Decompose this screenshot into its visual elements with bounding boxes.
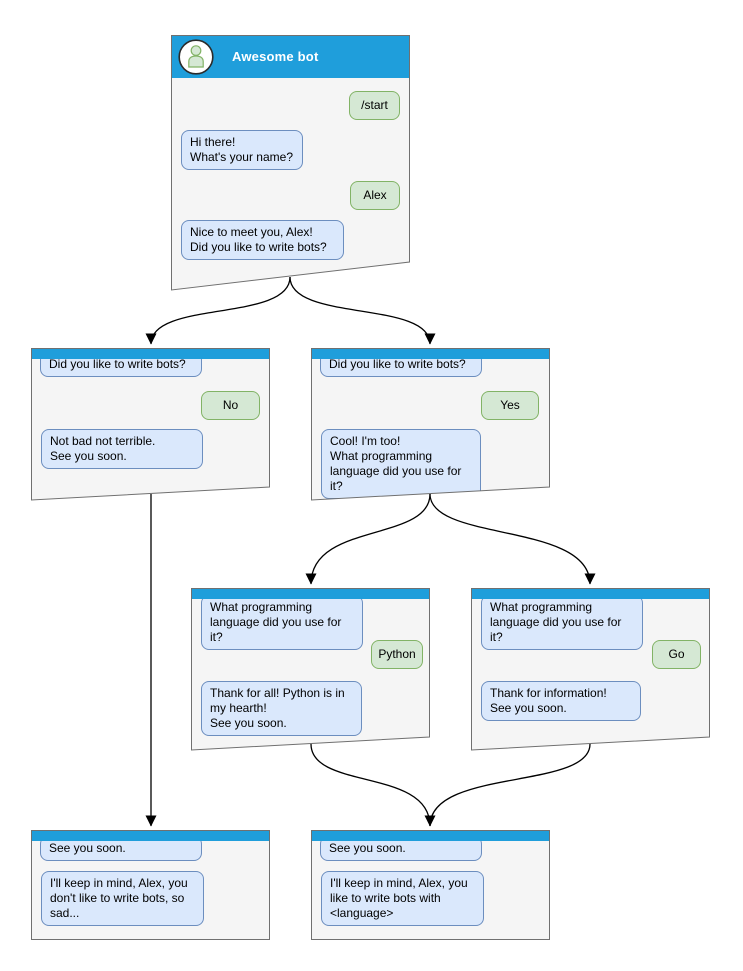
chat-bubble-bot: I'll keep in mind, Alex, you don't like … [41,871,204,926]
chat-bubble-bot: Hi there! What's your name? [181,130,303,170]
chat-bubble-bot: I'll keep in mind, Alex, you like to wri… [321,871,484,926]
node-go-branch: What programming language did you use fo… [471,588,710,750]
bot-avatar-icon [178,39,214,75]
chat-bubble-user: Alex [350,181,400,210]
chat-bubble-bot: Thank for information! See you soon. [481,681,641,721]
chat-bubble-bot: Nice to meet you, Alex! Did you like to … [181,220,344,260]
chat-bubble-bot: Not bad not terrible. See you soon. [41,429,203,469]
connector-yes-to-python [305,493,431,585]
connector-yes-to-go [429,493,596,585]
node-end-language-header [311,830,550,841]
connector-root-to-yes [289,276,436,345]
connector-python-to-end [310,743,436,827]
node-end-no: See you soon. I'll keep in mind, Alex, y… [31,830,270,940]
chat-bubble-user: Go [652,640,701,669]
chat-bubble-user: Yes [481,391,539,420]
chat-bubble-bot: Thank for all! Python is in my hearth! S… [201,681,362,736]
node-yes-branch-header [311,348,550,359]
connector-go-to-end [429,743,591,827]
node-no-branch-header [31,348,270,359]
node-no-branch: Did you like to write bots? No Not bad n… [31,348,270,500]
bot-title: Awesome bot [232,49,319,64]
node-go-branch-header [471,588,710,599]
chat-bubble-bot: What programming language did you use fo… [481,595,643,650]
node-root-header: Awesome bot [171,35,410,78]
chat-bubble-user: Python [371,640,423,669]
node-python-branch: What programming language did you use fo… [191,588,430,750]
node-python-branch-header [191,588,430,599]
node-end-no-header [31,830,270,841]
node-root: Awesome bot /start Hi there! What's your… [171,35,410,290]
chat-bubble-user: /start [349,91,400,120]
chat-bubble-bot: What programming language did you use fo… [201,595,363,650]
node-end-language: See you soon. I'll keep in mind, Alex, y… [311,830,550,940]
chat-bubble-user: No [201,391,260,420]
chat-bubble-bot: Cool! I'm too! What programming language… [321,429,481,499]
node-yes-branch: Did you like to write bots? Yes Cool! I'… [311,348,550,500]
